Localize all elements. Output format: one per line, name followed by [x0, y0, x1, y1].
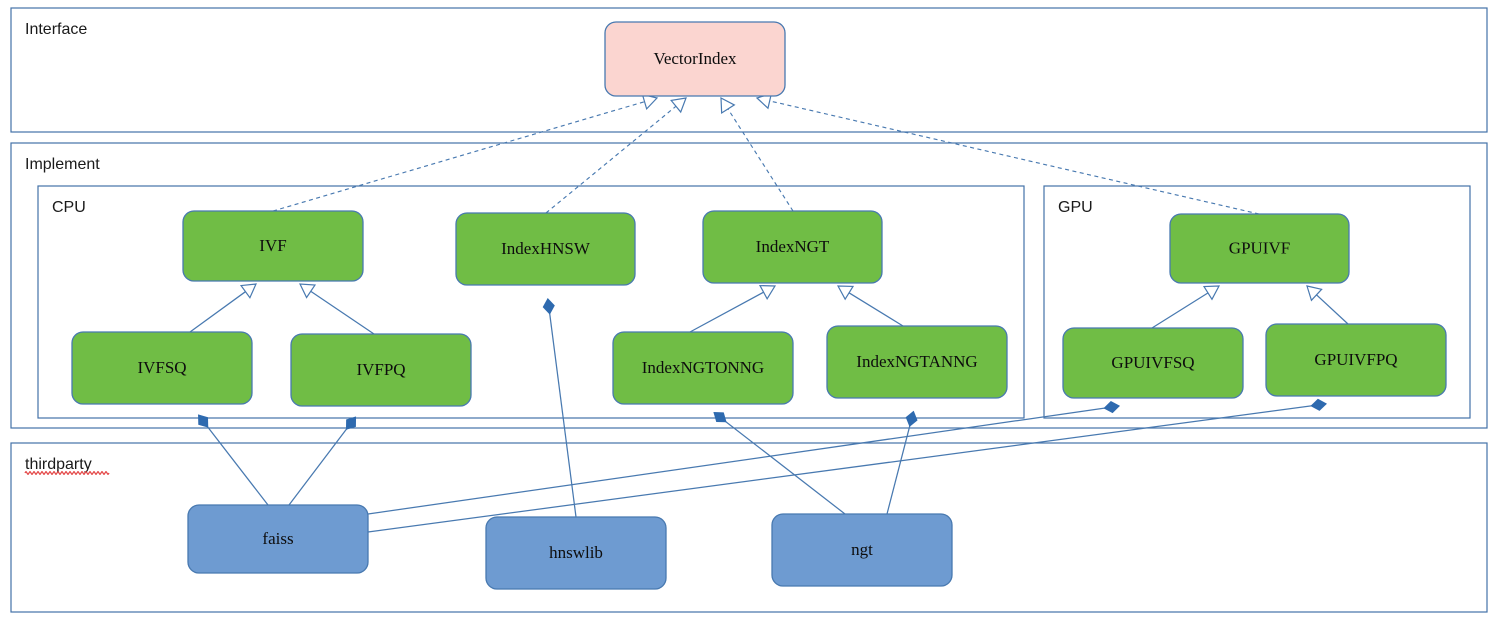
- edge-ivfpq-to-ivf: [299, 283, 375, 335]
- node-label-ivfsq: IVFSQ: [137, 358, 186, 377]
- node-box-ivfsq[interactable]: [71, 331, 253, 405]
- node-label-gpuivfpq: GPUIVFPQ: [1314, 350, 1397, 369]
- node-label-indexngtonng: IndexNGTONNG: [642, 358, 764, 377]
- group-label-gpu: GPU: [1058, 199, 1093, 216]
- node-label-indexhnsw: IndexHNSW: [501, 239, 591, 258]
- edge-line-realization: [545, 105, 678, 214]
- node-box-ivfpq[interactable]: [290, 333, 472, 407]
- edge-line-composition: [886, 411, 915, 515]
- diamond-composition: [198, 414, 209, 428]
- group-label-implement: Implement: [25, 156, 100, 173]
- edge-gpuivfpq-to-faiss: [367, 398, 1327, 533]
- arrowhead-generalization: [239, 283, 257, 299]
- node-label-ivfpq: IVFPQ: [356, 360, 405, 379]
- edge-ivfpq-to-faiss: [288, 416, 357, 506]
- node-box-gpuivf[interactable]: [1169, 213, 1350, 284]
- edge-line-generalization: [1315, 293, 1349, 325]
- edge-indexngtonng-to-ngt: [713, 412, 846, 515]
- node-box-ngt[interactable]: [771, 513, 953, 587]
- node-gpuivfpq[interactable]: GPUIVFPQ: [1265, 323, 1447, 397]
- node-label-ivf: IVF: [259, 236, 286, 255]
- edge-line-generalization: [309, 290, 375, 335]
- node-box-gpuivfpq[interactable]: [1265, 323, 1447, 397]
- diamond-composition: [542, 298, 555, 315]
- node-indexngt[interactable]: IndexNGT: [702, 210, 883, 284]
- edge-indexngtonng-to-indexngt: [689, 284, 777, 333]
- node-ivfpq[interactable]: IVFPQ: [290, 333, 472, 407]
- node-vectorindex[interactable]: VectorIndex: [604, 21, 786, 97]
- node-box-indexngtonng[interactable]: [612, 331, 794, 405]
- group-label-interface: Interface: [25, 21, 87, 38]
- node-label-gpuivfsq: GPUIVFSQ: [1111, 353, 1194, 372]
- diamond-composition: [345, 416, 357, 430]
- node-box-faiss[interactable]: [187, 504, 369, 574]
- arrowhead-generalization: [836, 285, 855, 301]
- node-ivf[interactable]: IVF: [182, 210, 364, 282]
- edge-indexngtanng-to-indexngt: [836, 285, 904, 327]
- arrowhead-generalization: [758, 284, 777, 300]
- edge-indexhnsw-to-vectorindex: [545, 97, 687, 214]
- node-indexngtonng[interactable]: IndexNGTONNG: [612, 331, 794, 405]
- edge-line-realization: [272, 100, 646, 212]
- node-indexngtanng[interactable]: IndexNGTANNG: [826, 325, 1008, 399]
- edge-line-generalization: [1151, 291, 1210, 329]
- node-label-vectorindex: VectorIndex: [653, 49, 737, 68]
- node-box-indexngt[interactable]: [702, 210, 883, 284]
- node-box-vectorindex[interactable]: [604, 21, 786, 97]
- edge-ivfsq-to-faiss: [198, 414, 269, 506]
- diamond-composition: [905, 410, 918, 427]
- arrowhead-realization: [670, 97, 687, 114]
- node-label-ngt: ngt: [851, 540, 873, 559]
- node-label-gpuivf: GPUIVF: [1229, 238, 1290, 257]
- node-indexhnsw[interactable]: IndexHNSW: [455, 212, 636, 286]
- node-hnswlib[interactable]: hnswlib: [485, 516, 667, 590]
- edge-indexngt-to-vectorindex: [720, 96, 794, 212]
- node-label-hnswlib: hnswlib: [549, 543, 603, 562]
- node-ivfsq[interactable]: IVFSQ: [71, 331, 253, 405]
- node-label-faiss: faiss: [262, 529, 293, 548]
- node-gpuivfsq[interactable]: GPUIVFSQ: [1062, 327, 1244, 399]
- edge-line-generalization: [689, 291, 765, 333]
- edge-line-realization: [726, 107, 794, 212]
- node-faiss[interactable]: faiss: [187, 504, 369, 574]
- edge-line-composition: [367, 405, 1120, 515]
- node-box-ivf[interactable]: [182, 210, 364, 282]
- node-box-indexhnsw[interactable]: [455, 212, 636, 286]
- node-box-indexngtanng[interactable]: [826, 325, 1008, 399]
- node-box-hnswlib[interactable]: [485, 516, 667, 590]
- node-box-gpuivfsq[interactable]: [1062, 327, 1244, 399]
- node-gpuivf[interactable]: GPUIVF: [1169, 213, 1350, 284]
- relationship-edge-layer: [189, 92, 1349, 533]
- arrowhead-generalization: [299, 283, 317, 299]
- edge-indexngtanng-to-ngt: [886, 410, 918, 515]
- group-label-cpu: CPU: [52, 199, 86, 216]
- arrowhead-generalization: [1306, 285, 1323, 302]
- edge-line-generalization: [189, 290, 247, 333]
- diamond-composition: [713, 412, 727, 423]
- arrowhead-generalization: [1202, 285, 1221, 301]
- group-label-thirdparty: thirdparty: [25, 456, 92, 473]
- edge-gpuivfsq-to-faiss: [367, 401, 1120, 515]
- edge-line-composition: [367, 403, 1327, 533]
- edge-line-composition: [288, 416, 357, 506]
- edge-gpuivfpq-to-gpuivf: [1306, 285, 1349, 325]
- edge-line-composition: [198, 414, 269, 506]
- arrowhead-realization: [720, 96, 736, 115]
- node-ngt[interactable]: ngt: [771, 513, 953, 587]
- spellcheck-underline-thirdparty: [24, 471, 110, 475]
- edge-line-generalization: [847, 291, 904, 327]
- edge-ivfsq-to-ivf: [189, 283, 257, 333]
- edge-line-composition: [713, 412, 846, 515]
- edge-indexhnsw-to-hnswlib: [542, 298, 577, 518]
- diamond-composition: [1103, 401, 1120, 414]
- edge-line-realization: [768, 100, 1260, 215]
- edge-gpuivfsq-to-gpuivf: [1151, 285, 1221, 329]
- node-label-indexngt: IndexNGT: [756, 237, 830, 256]
- edge-line-composition: [547, 298, 577, 518]
- node-label-indexngtanng: IndexNGTANNG: [856, 352, 977, 371]
- diamond-composition: [1310, 398, 1327, 411]
